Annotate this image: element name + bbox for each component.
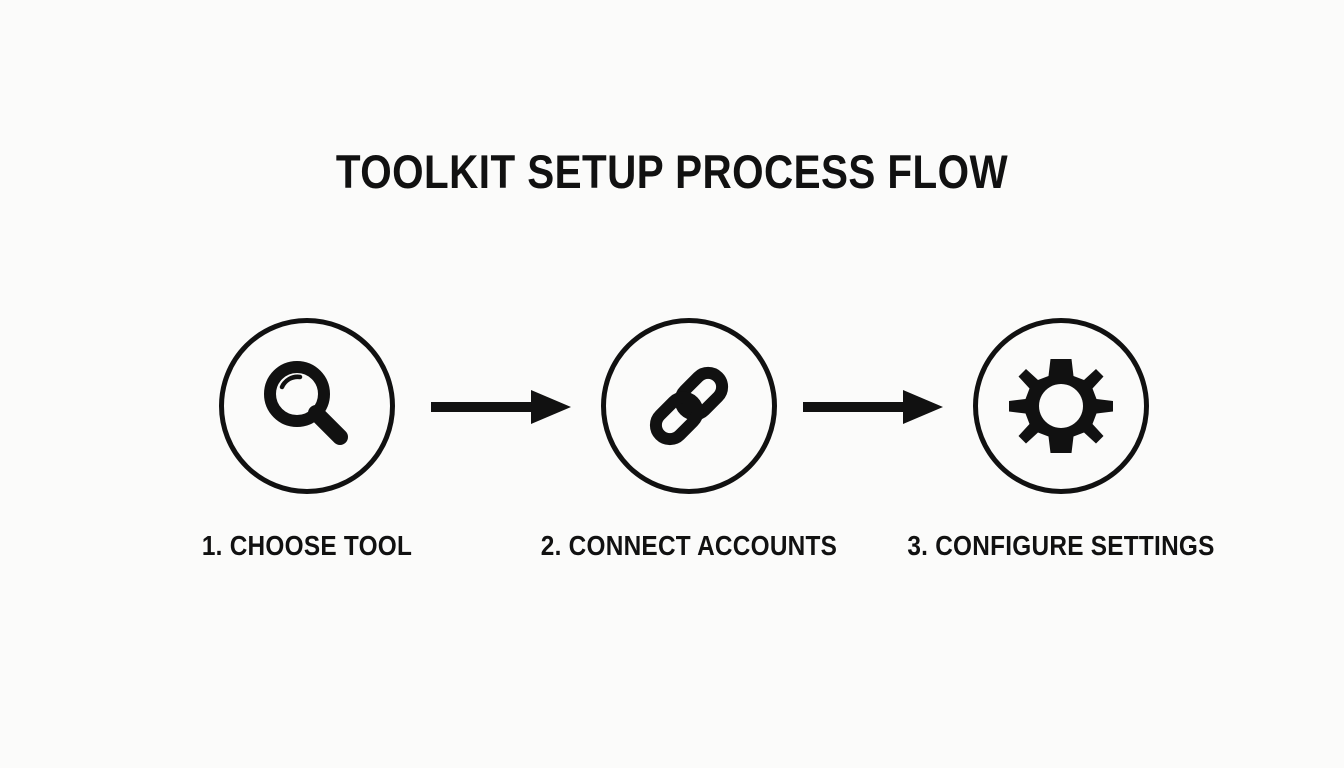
gear-icon — [973, 318, 1149, 494]
flow-step-configure-settings[interactable]: 3. CONFIGURE SETTINGS — [907, 318, 1214, 561]
step-circle-outline — [601, 318, 777, 494]
flow-step-connect-accounts[interactable]: 2. CONNECT ACCOUNTS — [541, 318, 837, 561]
arrow-step2-to-step3-icon — [803, 388, 943, 426]
chain-link-icon — [601, 318, 777, 494]
step-circle-outline — [219, 318, 395, 494]
diagram-title: TOOLKIT SETUP PROCESS FLOW — [335, 145, 1009, 198]
step-label-configure-settings: 3. CONFIGURE SETTINGS — [907, 530, 1215, 561]
magnifier-icon — [219, 318, 395, 494]
process-flow-row: 1. CHOOSE TOOL — [202, 318, 1214, 561]
arrow-step1-to-step2-icon — [431, 388, 571, 426]
step-circle-outline — [973, 318, 1149, 494]
step-label-choose-tool: 1. CHOOSE TOOL — [201, 530, 413, 561]
flow-step-choose-tool[interactable]: 1. CHOOSE TOOL — [202, 318, 412, 561]
step-label-connect-accounts: 2. CONNECT ACCOUNTS — [540, 530, 838, 561]
